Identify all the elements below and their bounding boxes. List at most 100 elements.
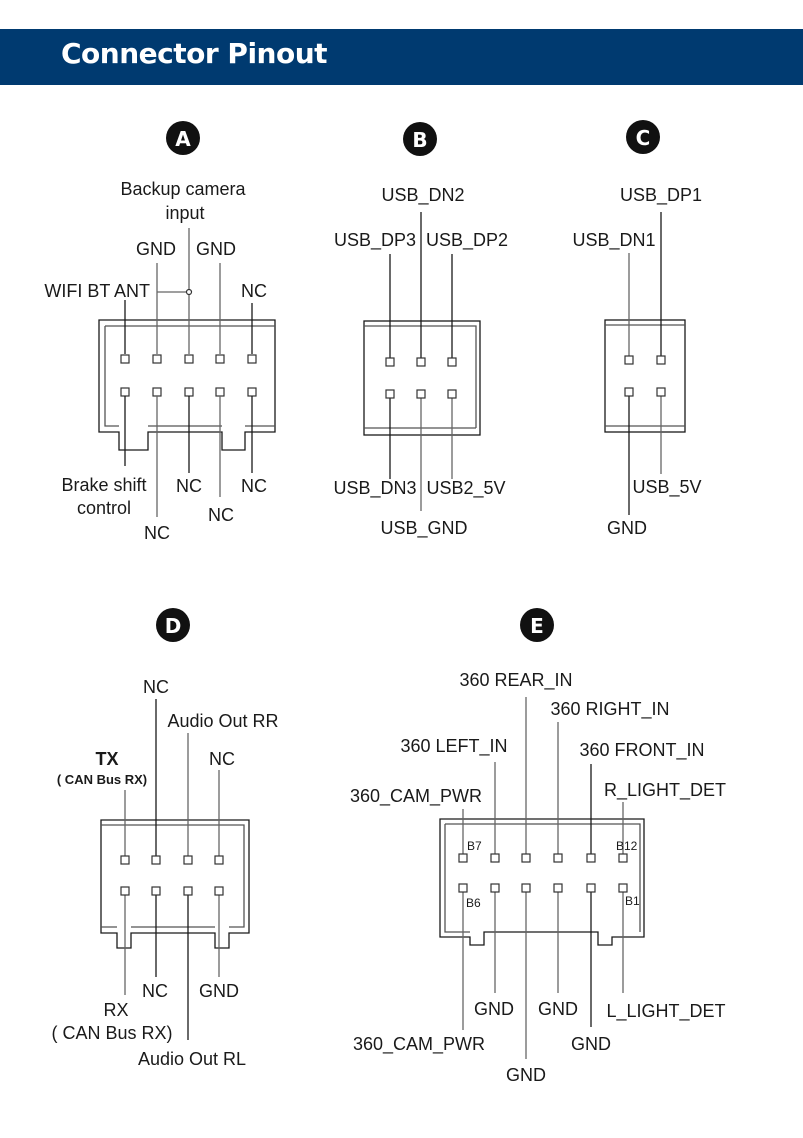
- label-360-cam-pwr-bottom: 360_CAM_PWR: [353, 1034, 485, 1055]
- badge-d: D: [156, 608, 190, 642]
- label-e-gnd-5: GND: [571, 1034, 611, 1054]
- connector-b: B USB_DN2 USB_DP3 USB_DP2 USB_DN3 USB2_5…: [333, 122, 508, 539]
- connector-a-body: [98, 319, 276, 451]
- label-360-left-in: 360 LEFT_IN: [400, 736, 507, 757]
- pin: [183, 886, 193, 896]
- pin: [656, 387, 666, 397]
- label-360-rear-in: 360 REAR_IN: [459, 670, 572, 691]
- label-a-nc-5: NC: [241, 476, 267, 496]
- junction-node: [185, 288, 193, 296]
- pin: [120, 855, 130, 865]
- connector-b-body: [363, 320, 481, 436]
- pin: [458, 853, 468, 863]
- pin: [618, 883, 628, 893]
- pin: [120, 387, 130, 397]
- pin: [152, 354, 162, 364]
- label-d-nc-top-4: NC: [209, 749, 235, 769]
- pin: [416, 357, 426, 367]
- pin: [521, 853, 531, 863]
- label-usb-gnd: USB_GND: [380, 518, 467, 539]
- label-tx: TX: [95, 749, 118, 769]
- connector-d-leads: [124, 699, 220, 1040]
- connector-d-body: [100, 819, 250, 949]
- connector-b-pins: [385, 357, 457, 399]
- label-360-front-in: 360 FRONT_IN: [579, 740, 704, 761]
- label-usb-dp2: USB_DP2: [426, 230, 508, 251]
- pin: [184, 387, 194, 397]
- pin: [152, 387, 162, 397]
- label-audio-out-rl: Audio Out RL: [138, 1049, 246, 1069]
- pin: [151, 886, 161, 896]
- pin: [458, 883, 468, 893]
- connector-d: D NC Audio Out RR TX (: [51, 608, 279, 1069]
- label-e-gnd-4: GND: [538, 999, 578, 1019]
- label-a-nc-3: NC: [176, 476, 202, 496]
- pin: [624, 355, 634, 365]
- label-tx-can: ( CAN Bus RX): [57, 772, 147, 787]
- pin: [416, 389, 426, 399]
- page-title: Connector Pinout: [61, 37, 328, 70]
- connector-c-leads: [628, 212, 662, 515]
- pin-marker-b12: B12: [616, 839, 638, 853]
- pin-marker-b6: B6: [466, 896, 481, 910]
- pin: [215, 354, 225, 364]
- pin: [184, 354, 194, 364]
- pin: [247, 387, 257, 397]
- label-360-right-in: 360 RIGHT_IN: [550, 699, 669, 720]
- label-a-gnd-2: GND: [196, 239, 236, 259]
- pin-marker-b7: B7: [467, 839, 482, 853]
- badge-a: A: [166, 121, 200, 155]
- connector-b-leads: [389, 212, 453, 511]
- label-usb-dp1: USB_DP1: [620, 185, 702, 206]
- label-brake-shift: Brake shift: [61, 475, 146, 495]
- pin: [490, 853, 500, 863]
- pin: [151, 855, 161, 865]
- badge-b: B: [403, 122, 437, 156]
- label-rx-can: ( CAN Bus RX): [51, 1023, 172, 1043]
- connector-c-body: [604, 319, 686, 433]
- pin: [214, 855, 224, 865]
- label-usb-dn1: USB_DN1: [572, 230, 655, 251]
- label-brake-control: control: [77, 498, 131, 518]
- pin-marker-b1: B1: [625, 894, 640, 908]
- label-backup-camera-input: input: [165, 203, 204, 223]
- label-usb-dn2: USB_DN2: [381, 185, 464, 206]
- badge-c: C: [626, 120, 660, 154]
- label-e-gnd-3: GND: [506, 1065, 546, 1085]
- label-a-nc-2: NC: [144, 523, 170, 543]
- pin: [521, 883, 531, 893]
- pin: [624, 387, 634, 397]
- pin: [247, 354, 257, 364]
- connector-c: C USB_DP1 USB_DN1 USB_5V GND: [572, 120, 702, 538]
- pin: [490, 883, 500, 893]
- badge-b-letter: B: [412, 128, 427, 152]
- label-c-gnd: GND: [607, 518, 647, 538]
- label-l-light-det: L_LIGHT_DET: [606, 1001, 725, 1022]
- pin: [553, 883, 563, 893]
- connector-a-bottom-leads: [124, 396, 253, 517]
- label-usb-dn3: USB_DN3: [333, 478, 416, 499]
- pin: [120, 354, 130, 364]
- label-usb2-5v: USB2_5V: [426, 478, 505, 499]
- pin: [120, 886, 130, 896]
- pin: [447, 389, 457, 399]
- label-d-nc-bottom: NC: [142, 981, 168, 1001]
- connector-e: E: [350, 608, 726, 1085]
- pin: [618, 853, 628, 863]
- badge-d-letter: D: [165, 614, 182, 638]
- pin: [553, 853, 563, 863]
- label-a-nc-top: NC: [241, 281, 267, 301]
- connector-e-leads: [462, 697, 624, 1059]
- pin: [586, 883, 596, 893]
- pin: [586, 853, 596, 863]
- pin: [214, 886, 224, 896]
- connector-d-pins: [120, 855, 224, 896]
- label-usb-dp3: USB_DP3: [334, 230, 416, 251]
- connector-c-pins: [624, 355, 666, 397]
- label-e-gnd-2: GND: [474, 999, 514, 1019]
- badge-c-letter: C: [636, 126, 651, 150]
- connector-a: A: [44, 121, 276, 543]
- pin: [385, 357, 395, 367]
- pin: [656, 355, 666, 365]
